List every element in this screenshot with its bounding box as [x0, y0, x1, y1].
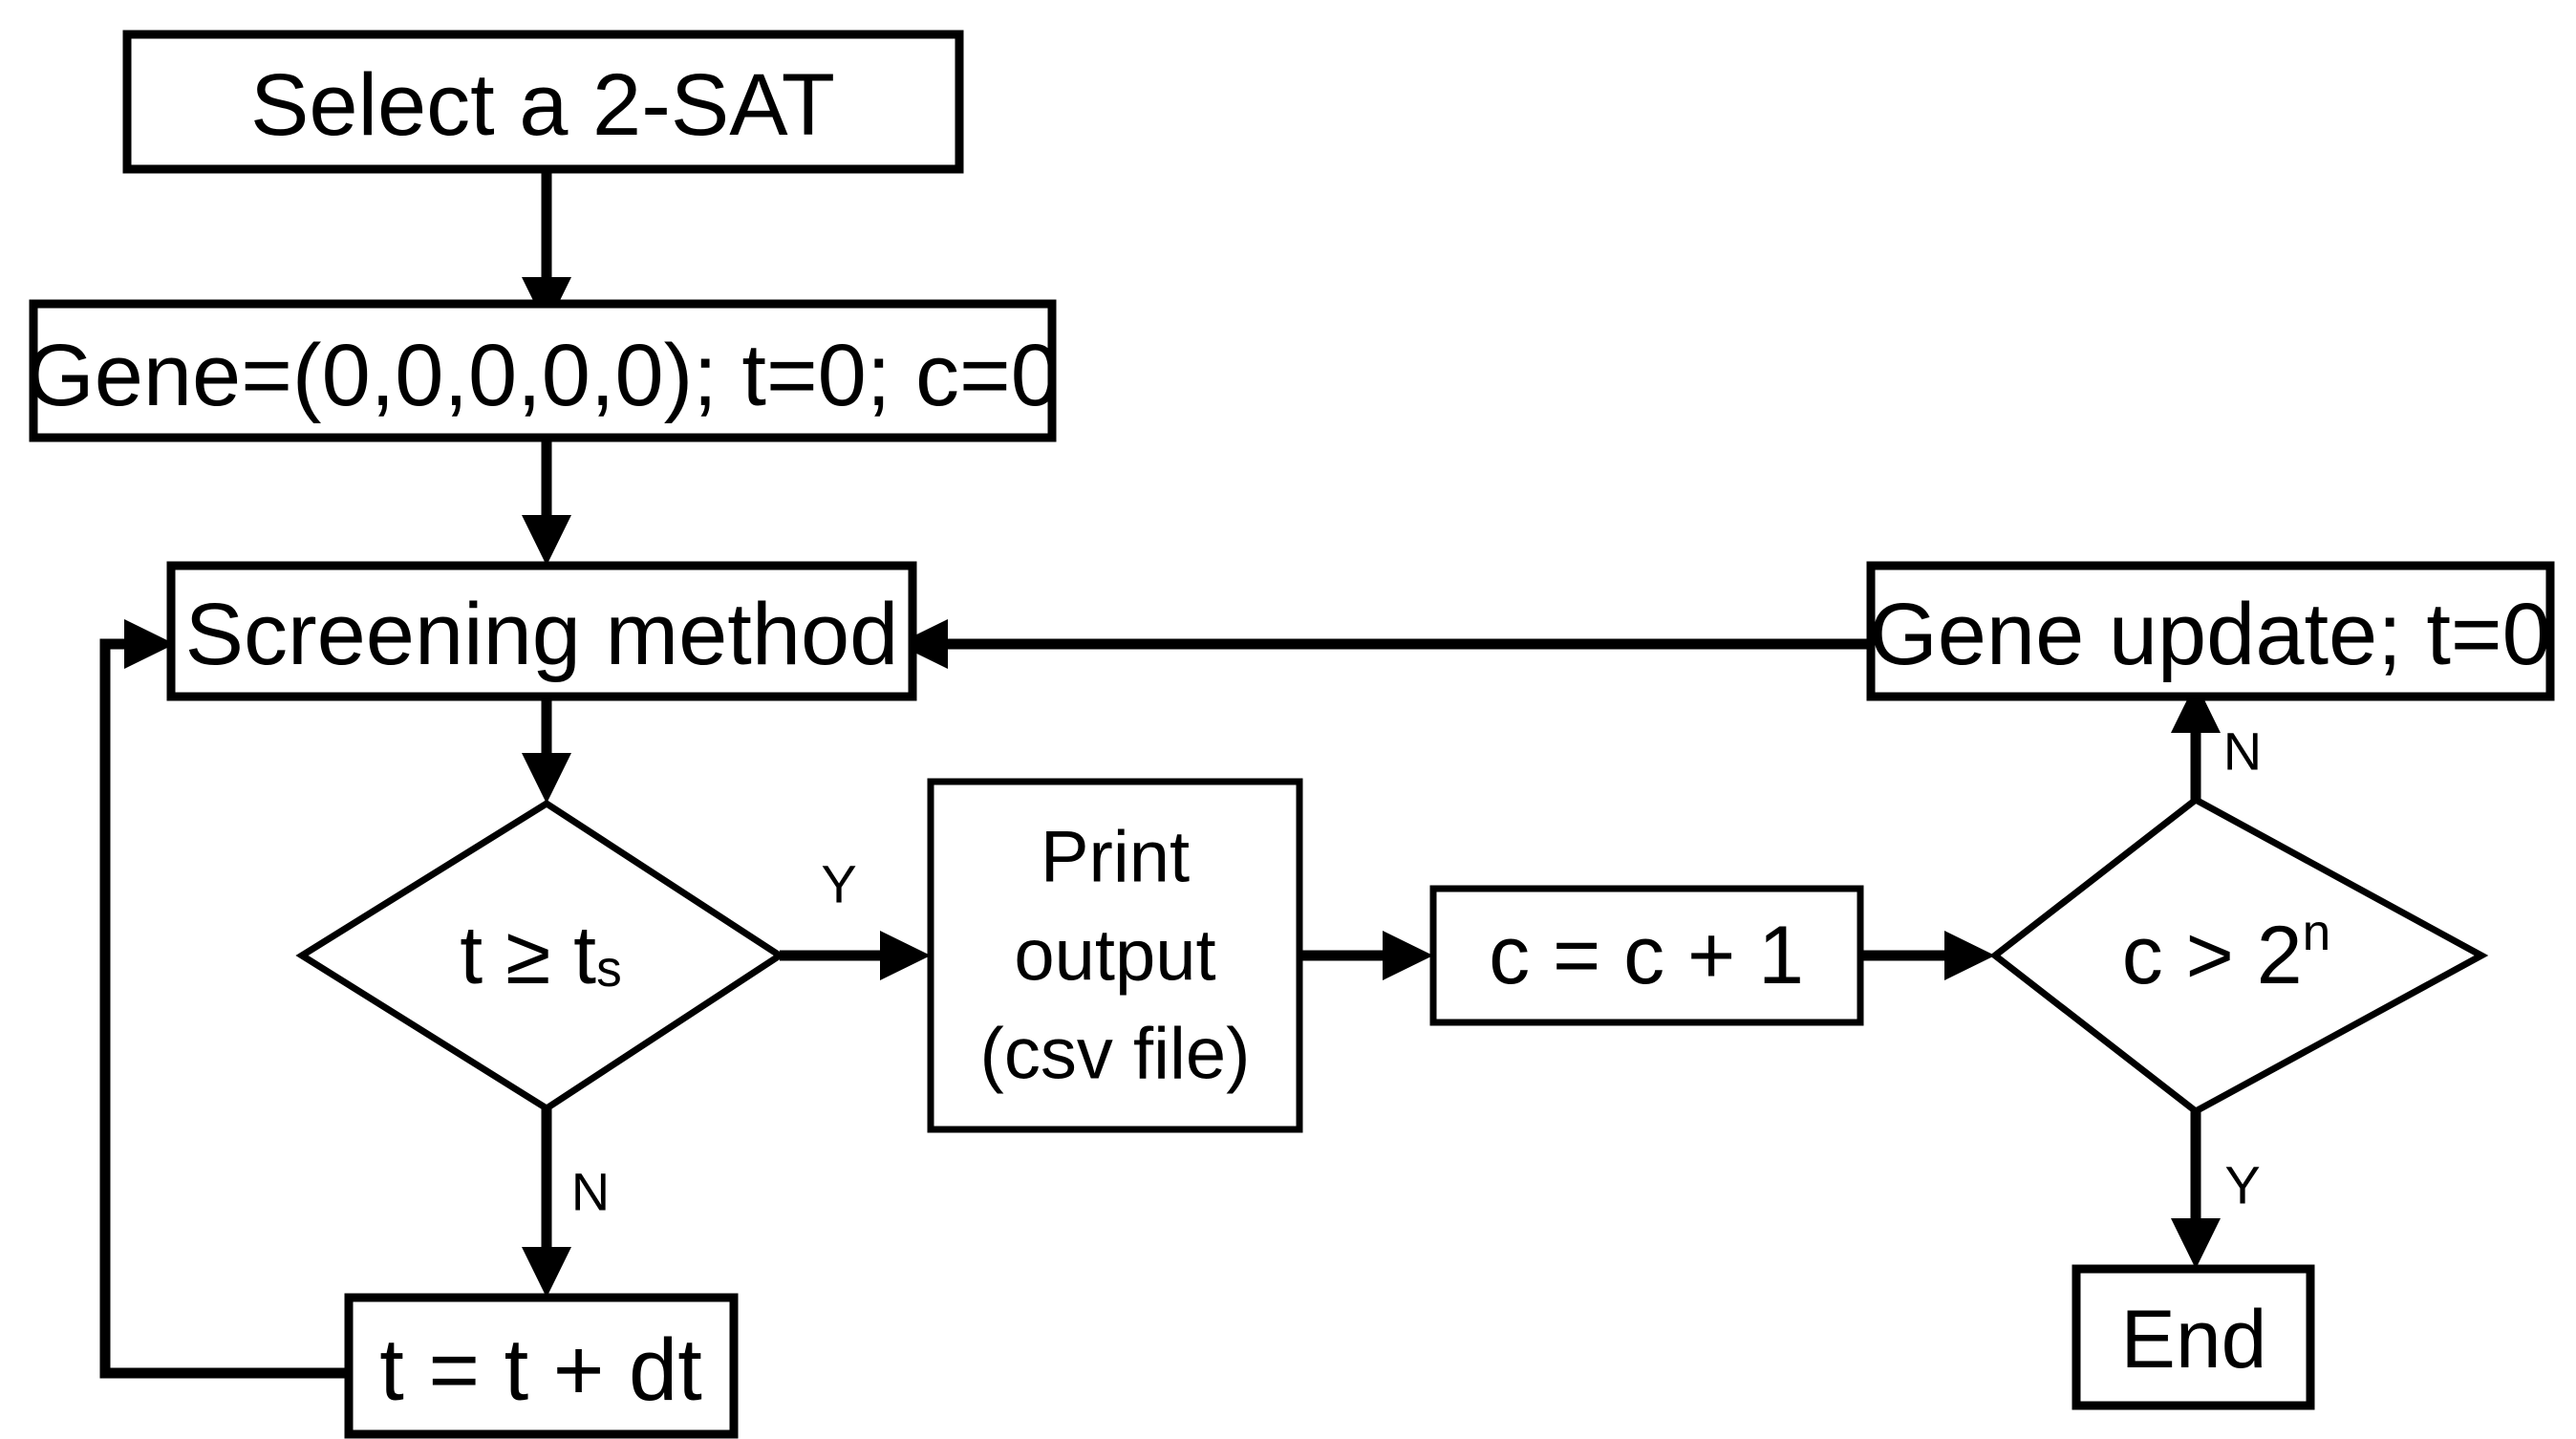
edge-screening-to-tcheck: [522, 697, 571, 804]
c-check-diamond[interactable]: [1989, 795, 2489, 1116]
branch-label-tcheck-no: N: [571, 1162, 610, 1222]
edge-ccheck-no-to-geneupdate: [2171, 682, 2221, 800]
node-t-check-decision[interactable]: t ≥ ts: [295, 799, 786, 1113]
select-2sat-label: Select a 2-SAT: [250, 56, 835, 154]
branch-label-ccheck-no: N: [2223, 721, 2262, 782]
t-check-label-main: t ≥ t: [460, 910, 596, 1001]
connectors-layer: Print output --> t = t + dt -->: [99, 169, 2221, 1379]
node-increment-c[interactable]: c = c + 1: [1429, 885, 1864, 1026]
edge-init-to-screening: [522, 438, 571, 566]
edge-tcheck-yes-to-print: [780, 931, 931, 980]
t-check-label-subscript: s: [596, 941, 622, 998]
node-gene-update[interactable]: Gene update; t=0: [1866, 561, 2555, 701]
c-check-label-main: c > 2: [2122, 910, 2303, 1001]
node-end[interactable]: End: [2072, 1264, 2315, 1410]
edge-advance-to-screening: [99, 619, 349, 1379]
advance-time-box[interactable]: [344, 1293, 739, 1439]
node-print-output[interactable]: Print output (csv file): [927, 778, 1303, 1133]
screening-method-label: Screening method: [185, 586, 899, 683]
print-output-line-3: (csv file): [980, 1014, 1251, 1095]
node-c-check-decision[interactable]: c > 2n: [1989, 795, 2489, 1116]
gene-update-box[interactable]: [1866, 561, 2555, 701]
end-box[interactable]: [2072, 1264, 2315, 1410]
print-output-box[interactable]: [927, 778, 1303, 1133]
node-screening-method[interactable]: Screening method: [166, 561, 917, 701]
branch-label-ccheck-yes: Y: [2224, 1155, 2260, 1215]
c-check-label: c > 2n: [2122, 905, 2331, 1001]
print-output-line-1: Print: [1041, 817, 1190, 898]
branch-label-tcheck-yes: Y: [821, 854, 856, 914]
c-check-label-superscript: n: [2303, 905, 2331, 961]
edge-increment-to-ccheck: [1860, 931, 1995, 980]
select-2sat-box[interactable]: [122, 30, 964, 174]
t-check-label: t ≥ ts: [460, 910, 621, 1001]
init-gene-label: Gene=(0,0,0,0,0); t=0; c=0: [26, 327, 1060, 424]
increment-c-box[interactable]: [1429, 885, 1864, 1026]
edge-ccheck-yes-to-end: [2171, 1111, 2221, 1269]
increment-c-label: c = c + 1: [1489, 910, 1804, 1001]
print-output-line-2: output: [1014, 915, 1215, 997]
advance-time-label: t = t + dt: [379, 1321, 702, 1419]
branch-labels-layer: Y N N Y: [571, 721, 2262, 1222]
node-init-gene[interactable]: Gene=(0,0,0,0,0); t=0; c=0: [26, 299, 1060, 442]
screening-method-box[interactable]: [166, 561, 917, 701]
t-check-diamond[interactable]: [295, 799, 786, 1113]
init-gene-box[interactable]: [29, 299, 1057, 442]
edge-tcheck-no-to-advance: [522, 1108, 571, 1298]
gene-update-label: Gene update; t=0: [1869, 586, 2551, 683]
edge-print-to-increment: [1299, 931, 1433, 980]
node-select-2sat[interactable]: Select a 2-SAT: [122, 30, 964, 174]
edge-geneupdate-to-screening: [897, 619, 1871, 669]
node-advance-time[interactable]: t = t + dt: [344, 1293, 739, 1439]
end-label: End: [2120, 1294, 2266, 1385]
